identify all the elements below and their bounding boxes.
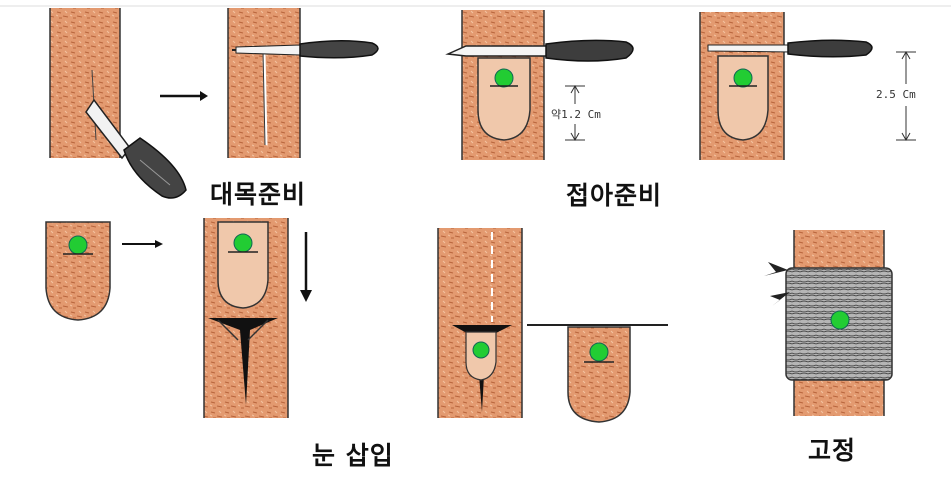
bud-inserted-stem	[438, 228, 668, 422]
cut-length-text: 2.5 Cm	[876, 88, 916, 101]
label-rootstock-prep: 대목준비	[210, 175, 306, 211]
bud-shield-panel	[46, 222, 110, 320]
bud-icon	[831, 311, 849, 329]
bud-icon	[495, 69, 513, 87]
bud-icon	[69, 236, 87, 254]
bud-length-text: 약1.2 Cm	[551, 106, 601, 122]
stem-knife-panel	[50, 8, 186, 198]
tape-wrapped-stem	[764, 230, 892, 416]
label-bud-insert: 눈 삽입	[312, 436, 394, 472]
bud-measure-panel	[700, 12, 916, 160]
bud-cut-panel	[448, 10, 633, 160]
bud-icon	[473, 342, 489, 358]
label-bud-prep: 접아준비	[566, 176, 662, 212]
arrow-right-icon	[122, 240, 163, 248]
label-fixing: 고정	[808, 431, 856, 467]
t-cut-stem	[228, 8, 378, 158]
arrow-right-icon	[160, 91, 208, 101]
arrow-down-icon	[300, 232, 312, 302]
bud-icon	[590, 343, 608, 361]
bud-icon	[234, 234, 252, 252]
bud-icon	[734, 69, 752, 87]
bud-insert-stem	[204, 218, 288, 418]
